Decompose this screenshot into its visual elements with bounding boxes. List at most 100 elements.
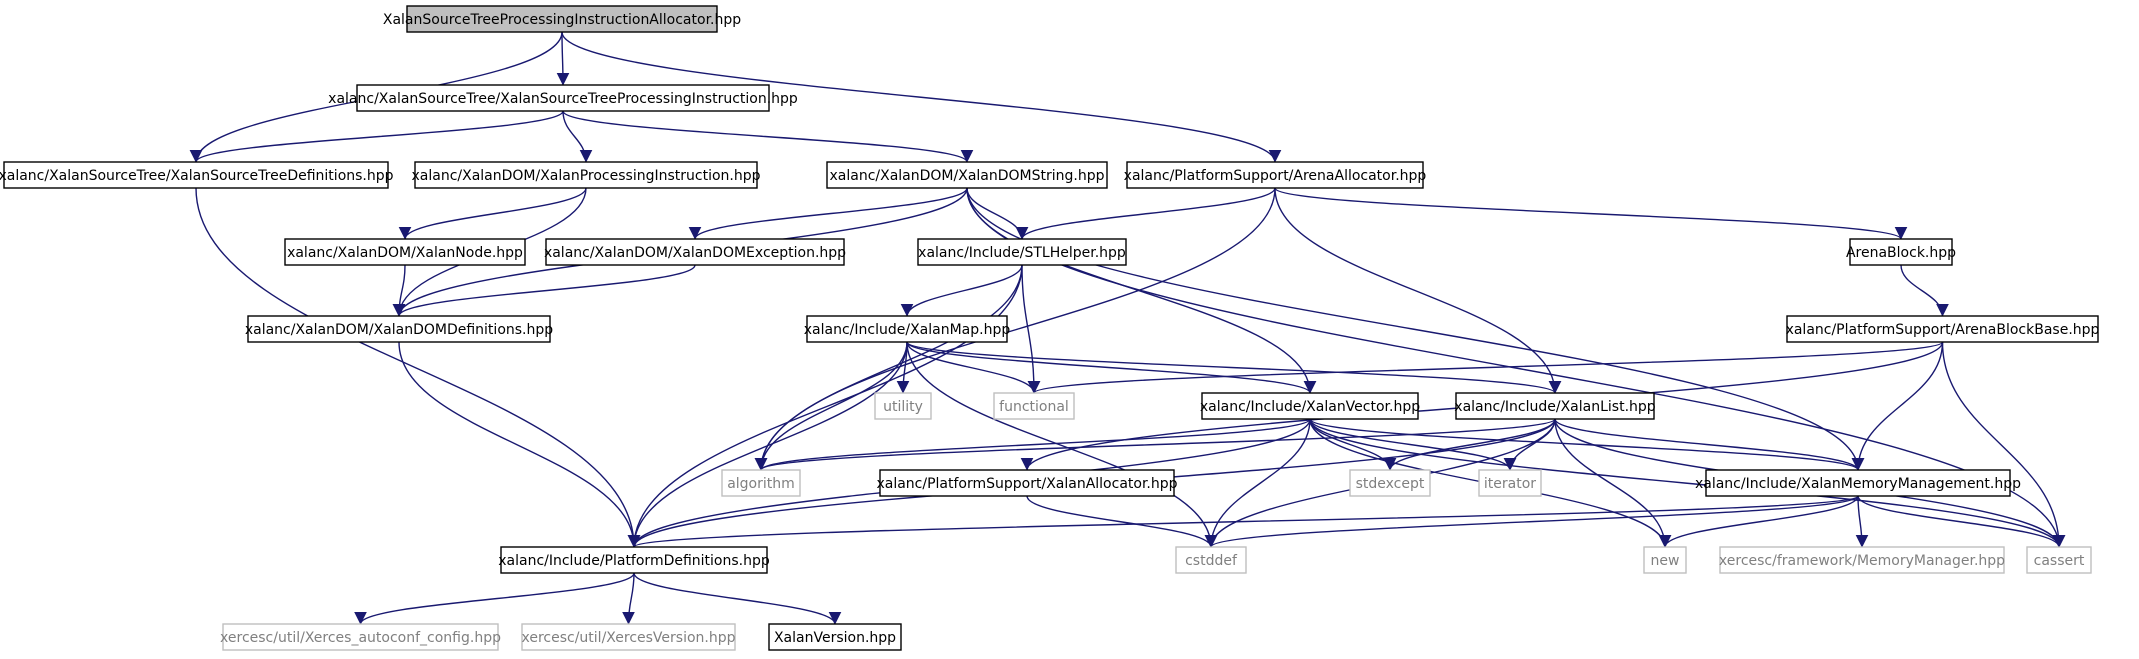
- node-xallocator[interactable]: xalanc/PlatformSupport/XalanAllocator.hp…: [876, 469, 1178, 497]
- node-stlhelper[interactable]: xalanc/Include/STLHelper.hpp: [917, 238, 1127, 266]
- edge-arrow: [561, 31, 1282, 163]
- edge-xstpi-to-xstdef: [189, 110, 564, 163]
- node-xvector[interactable]: xalanc/Include/XalanVector.hpp: [1200, 392, 1420, 420]
- node-label: utility: [883, 399, 923, 415]
- node-label: ArenaBlock.hpp: [1846, 245, 1956, 261]
- edge-arrow: [1015, 187, 1276, 240]
- edge-arrow: [1383, 418, 1556, 471]
- edge-arrow: [392, 264, 696, 317]
- edge-arrow: [556, 31, 570, 86]
- node-functional: functional: [993, 392, 1075, 420]
- node-arenablock[interactable]: ArenaBlock.hpp: [1846, 238, 1956, 266]
- edge-arenablockbase-to-xmemmgmt: [1851, 341, 1944, 471]
- edge-stlhelper-to-platdef: [627, 264, 1023, 548]
- node-cassert: cassert: [2026, 546, 2092, 574]
- node-box: [917, 238, 1127, 266]
- edge-arrow: [1309, 418, 1517, 471]
- node-box: [826, 161, 1108, 189]
- edge-arrow: [562, 110, 593, 163]
- node-iterator: iterator: [1478, 469, 1542, 497]
- node-xnode[interactable]: xalanc/XalanDOM/XalanNode.hpp: [284, 238, 526, 266]
- node-box: [222, 623, 499, 651]
- node-xdomstr[interactable]: xalanc/XalanDOM/XalanDOMString.hpp: [826, 161, 1108, 189]
- edge-arrow: [1274, 187, 1562, 394]
- edge-xdomexc-to-xdomdef: [392, 264, 696, 317]
- node-arenablockbase[interactable]: xalanc/PlatformSupport/ArenaBlockBase.hp…: [1786, 315, 2100, 343]
- node-label: algorithm: [727, 476, 795, 492]
- node-xalanversion[interactable]: XalanVersion.hpp: [768, 623, 902, 651]
- node-box: [500, 546, 768, 574]
- node-box: [1786, 315, 2099, 343]
- edge-arrow: [966, 187, 1865, 471]
- node-box: [879, 469, 1175, 497]
- edge-arrow: [688, 187, 968, 240]
- edge-xmemmgmt-to-cstddef: [1205, 495, 1859, 548]
- edge-arenaalloc-to-xlist: [1274, 187, 1562, 394]
- edge-xlist-to-xmemmgmt: [1554, 418, 1865, 471]
- node-label: xercesc/util/XercesVersion.hpp: [522, 630, 736, 646]
- edge-xvector-to-xmemmgmt: [1309, 418, 1865, 471]
- node-label: xalanc/XalanSourceTree/XalanSourceTreeDe…: [0, 168, 394, 184]
- node-platdef[interactable]: xalanc/Include/PlatformDefinitions.hpp: [498, 546, 770, 574]
- node-cstddef: cstddef: [1175, 546, 1247, 574]
- node-box: [406, 5, 718, 33]
- node-box: [993, 392, 1075, 420]
- edge-platdef-to-xautoconf: [354, 572, 635, 625]
- edge-root-to-xstpi: [556, 31, 570, 86]
- node-algorithm: algorithm: [721, 469, 801, 497]
- node-stdexcept: stdexcept: [1349, 469, 1431, 497]
- edge-arrow: [1204, 418, 1311, 548]
- node-label: xalanc/Include/XalanMap.hpp: [804, 322, 1011, 338]
- node-arenaalloc[interactable]: xalanc/PlatformSupport/ArenaAllocator.hp…: [1124, 161, 1427, 189]
- node-box: [2026, 546, 2092, 574]
- node-utility: utility: [874, 392, 932, 420]
- node-label: xalanc/Include/XalanVector.hpp: [1200, 399, 1420, 415]
- node-xstpi[interactable]: xalanc/XalanSourceTree/XalanSourceTreePr…: [328, 84, 798, 112]
- edge-arrow: [622, 572, 635, 625]
- edge-arrow: [633, 572, 842, 625]
- edge-xvector-to-cassert: [1309, 418, 2066, 548]
- edge-arrow: [1026, 495, 1218, 548]
- node-box: [545, 238, 845, 266]
- edge-arenaalloc-to-arenablock: [1274, 187, 1907, 240]
- edge-xvector-to-cstddef: [1204, 418, 1311, 548]
- edge-arrow: [627, 264, 1023, 548]
- node-box: [721, 469, 801, 497]
- node-xdomdef[interactable]: xalanc/XalanDOM/XalanDOMDefinitions.hpp: [245, 315, 553, 343]
- node-label: XalanSourceTreeProcessingInstructionAllo…: [383, 12, 741, 28]
- node-root[interactable]: XalanSourceTreeProcessingInstructionAllo…: [383, 5, 741, 33]
- edge-xmap-to-xlist: [906, 341, 1561, 394]
- edge-arrow: [754, 341, 908, 471]
- node-xstdef[interactable]: xalanc/XalanSourceTree/XalanSourceTreeDe…: [0, 161, 394, 189]
- edge-arenablockbase-to-functional: [1028, 341, 1944, 394]
- node-label: XalanVersion.hpp: [774, 630, 896, 646]
- edge-arrow: [1900, 264, 1949, 317]
- node-xlist[interactable]: xalanc/Include/XalanList.hpp: [1454, 392, 1656, 420]
- node-box: [1705, 469, 2011, 497]
- edge-xmap-to-platdef: [627, 341, 908, 548]
- edge-xlist-to-algorithm: [755, 418, 1556, 471]
- node-xdomexc[interactable]: xalanc/XalanDOM/XalanDOMException.hpp: [544, 238, 846, 266]
- edge-arrow: [628, 495, 1859, 548]
- node-xdompi[interactable]: xalanc/XalanDOM/XalanProcessingInstructi…: [411, 161, 761, 189]
- edge-arrow: [627, 341, 908, 548]
- edge-platdef-to-xversion: [622, 572, 635, 625]
- node-label: functional: [999, 399, 1069, 415]
- edge-xallocator-to-cstddef: [1026, 495, 1218, 548]
- node-xmap[interactable]: xalanc/Include/XalanMap.hpp: [804, 315, 1011, 343]
- edge-xdomdef-to-platdef: [398, 341, 641, 548]
- edge-stlhelper-to-algorithm: [754, 264, 1023, 471]
- node-box: [356, 84, 770, 112]
- edge-arenaalloc-to-stlhelper: [1015, 187, 1276, 240]
- node-xautoconf: xercesc/util/Xerces_autoconf_config.hpp: [220, 623, 501, 651]
- node-label: xalanc/XalanDOM/XalanDOMDefinitions.hpp: [245, 322, 553, 338]
- node-label: xercesc/framework/MemoryManager.hpp: [1719, 553, 2005, 569]
- edge-root-to-arenaalloc: [561, 31, 1282, 163]
- node-box: [1478, 469, 1542, 497]
- edge-xmemmgmt-to-platdef: [628, 495, 1859, 548]
- edge-stlhelper-to-functional: [1021, 264, 1041, 394]
- edge-arrow: [1021, 264, 1041, 394]
- node-label: xalanc/Include/XalanList.hpp: [1454, 399, 1655, 415]
- node-xmemmgmt[interactable]: xalanc/Include/XalanMemoryManagement.hpp: [1695, 469, 2021, 497]
